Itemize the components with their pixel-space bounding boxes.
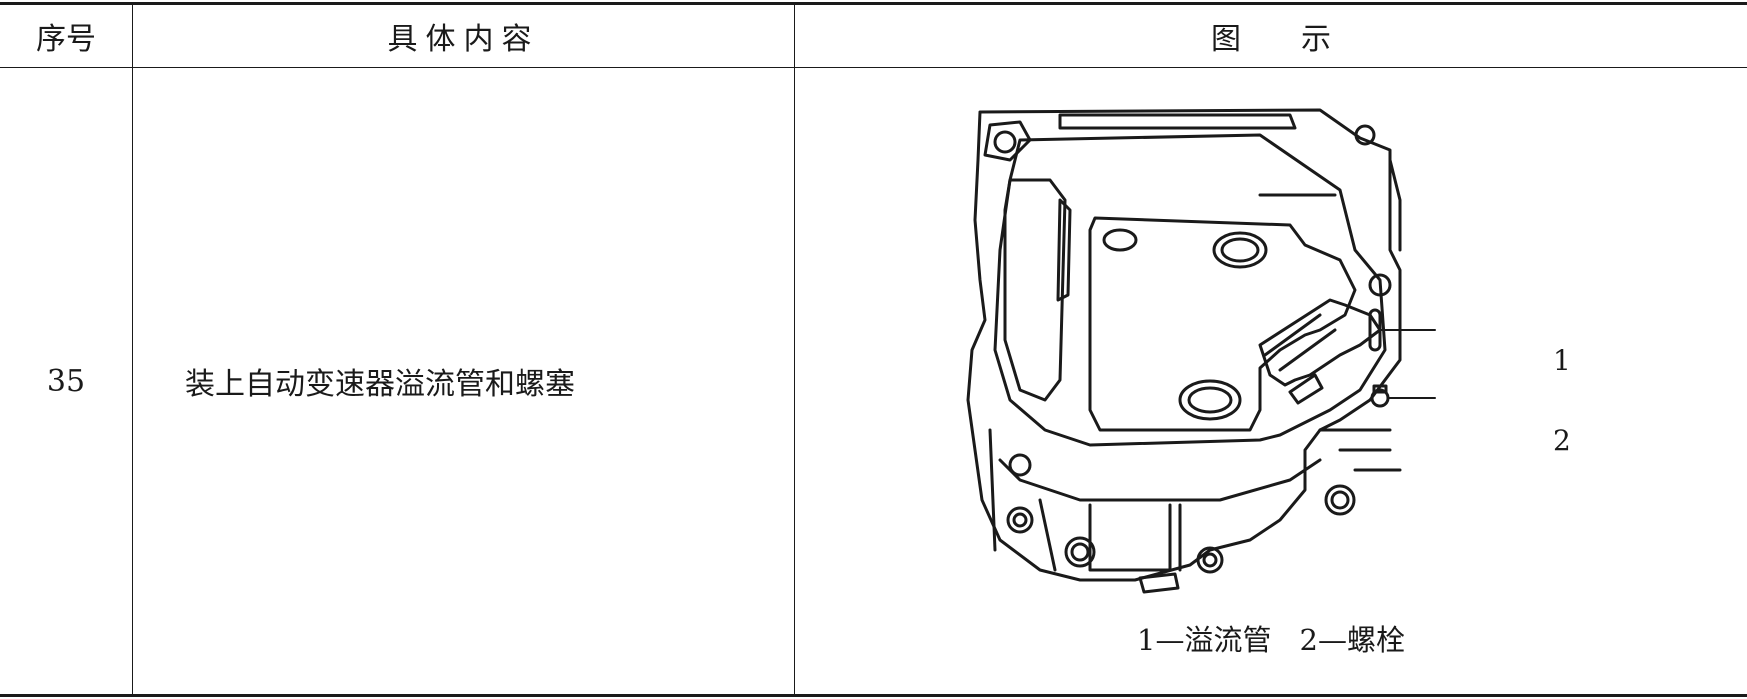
callout-2: 2 (1553, 424, 1571, 457)
row-content: 装上自动变速器溢流管和螺塞 (185, 367, 575, 402)
caption-item-2: 2—螺栓 (1299, 623, 1405, 657)
table-header-rule (0, 67, 1747, 68)
figure-caption: 1—溢流管 2—螺栓 (795, 610, 1747, 666)
row-seq: 35 (46, 363, 86, 399)
caption-item-1: 1—溢流管 (1137, 623, 1272, 657)
transmission-drawing (960, 100, 1550, 620)
column-divider (794, 4, 795, 695)
callout-1: 1 (1553, 344, 1571, 377)
header-content: 具体内容 (387, 21, 540, 57)
column-divider (132, 4, 133, 695)
header-figure: 图 示 (1211, 21, 1331, 57)
table-bottom-rule (0, 694, 1747, 697)
header-seq: 序号 (36, 21, 96, 57)
table-top-rule (0, 2, 1747, 5)
